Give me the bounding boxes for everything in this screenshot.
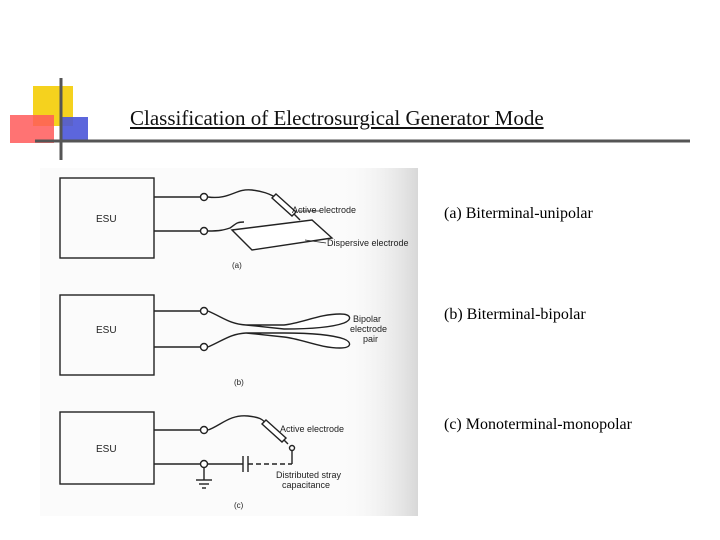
esu-label-a: ESU	[96, 214, 117, 225]
dispersive-electrode-label: Dispersive electrode	[327, 238, 409, 248]
active-electrode-label-a: Active electrode	[292, 205, 356, 215]
blue-square	[62, 117, 88, 141]
bipolar-label-line1: Bipolar	[353, 314, 381, 324]
panel-c	[59, 411, 296, 489]
panel-a	[59, 177, 334, 259]
esu-label-c: ESU	[96, 444, 117, 455]
esu-box-b	[59, 294, 155, 376]
panel-b	[59, 294, 351, 376]
caption-monoterminal-monopolar: (c) Monoterminal-monopolar	[444, 416, 632, 433]
stray-capacitance-line1: Distributed stray	[276, 470, 342, 480]
caption-biterminal-bipolar: (b) Biterminal-bipolar	[444, 306, 586, 323]
panel-tag-a: (a)	[232, 261, 242, 270]
page-title: Classification of Electrosurgical Genera…	[130, 106, 544, 130]
esu-label-b: ESU	[96, 325, 117, 336]
esu-mode-diagram: ESU Active electrode Dispersive electrod…	[40, 168, 418, 516]
red-square	[10, 115, 54, 143]
slide-decoration	[10, 78, 690, 160]
bipolar-label-line3: pair	[363, 334, 378, 344]
caption-biterminal-unipolar: (a) Biterminal-unipolar	[444, 205, 593, 222]
panel-tag-b: (b)	[234, 378, 244, 387]
panel-tag-c: (c)	[234, 501, 244, 510]
active-electrode-label-c: Active electrode	[280, 424, 344, 434]
bipolar-label-line2: electrode	[350, 324, 387, 334]
stray-capacitance-line2: capacitance	[282, 480, 330, 490]
esu-box-a	[59, 177, 155, 259]
esu-box-c	[59, 411, 155, 485]
